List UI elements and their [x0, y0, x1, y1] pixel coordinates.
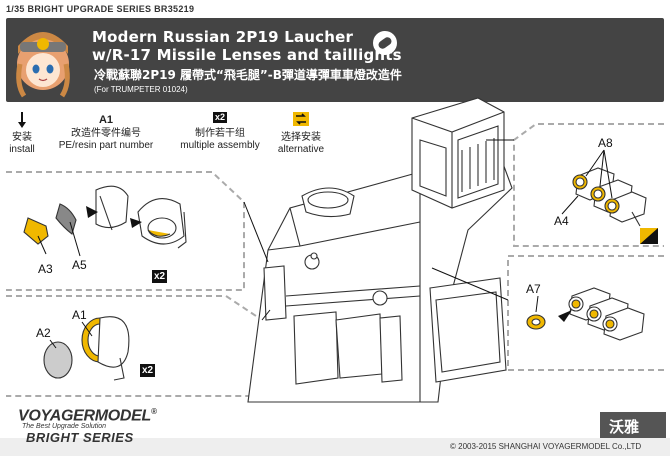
vehicle-hull — [247, 149, 513, 403]
taillight-parts-lower — [526, 287, 645, 341]
legend-part-code: A1 — [98, 114, 114, 126]
footer-series: BRIGHT SERIES — [26, 430, 134, 445]
title-line-2: w/R-17 Missile Lenses and taillights — [92, 46, 402, 64]
alternative-marker — [640, 228, 658, 244]
legend-alternative: 选择安装 alternative — [270, 112, 332, 156]
leader-lines — [37, 139, 613, 349]
left-lens-parts — [23, 185, 187, 249]
footer-brand: VOYAGERMODEL® — [18, 407, 157, 425]
legend-install: 安装 install — [4, 112, 40, 156]
equipment-box — [411, 97, 505, 209]
assembly-arrows — [86, 206, 572, 322]
legend-install-en: install — [9, 144, 35, 155]
callout-x2-left: x2 — [152, 270, 168, 283]
series-line: 1/35 BRIGHT UPGRADE SERIES BR35219 — [6, 4, 195, 14]
footer-copyright: © 2003-2015 SHANGHAI VOYAGERMODEL Co.,LT… — [450, 442, 642, 451]
callout-x2-bottom: x2 — [140, 364, 156, 377]
legend-alternative-cn: 选择安装 — [281, 132, 321, 143]
resin-pill-icon — [373, 31, 397, 55]
taillight-parts-upper — [572, 167, 647, 227]
callout-a8: A8 — [598, 136, 613, 150]
footer-brand-cn: 沃雅 — [606, 416, 643, 437]
footer-band — [0, 438, 670, 456]
legend-multiple-en: multiple assembly — [180, 140, 260, 151]
callout-a4: A4 — [554, 214, 569, 228]
legend-multiple-cn: 制作若干组 — [195, 128, 245, 139]
for-kit-note: (For TRUMPETER 01024) — [94, 85, 188, 94]
callout-a1: A1 — [72, 308, 87, 322]
legend-multiple: x2 制作若干组 multiple assembly — [168, 112, 272, 152]
bottom-lens-parts — [43, 316, 130, 381]
title-line-1: Modern Russian 2P19 Laucher — [92, 28, 354, 46]
footer-brand-name: VOYAGERMODEL — [18, 407, 152, 425]
mascot-illustration — [16, 32, 70, 98]
callout-a5: A5 — [72, 258, 87, 272]
legend-part-en: PE/resin part number — [58, 140, 154, 151]
callout-a3: A3 — [38, 262, 53, 276]
legend-part-cn: 改造件零件编号 — [71, 128, 141, 139]
legend-alternative-en: alternative — [277, 144, 325, 155]
legend-install-cn: 安装 — [12, 132, 32, 143]
legend-part-number: A1 改造件零件编号 PE/resin part number — [48, 112, 164, 152]
footer-registered: ® — [151, 407, 157, 416]
callout-a7: A7 — [526, 282, 541, 296]
header-banner — [6, 18, 664, 102]
arrow-down-icon — [18, 112, 26, 128]
legend-x2-badge: x2 — [212, 112, 227, 123]
chinese-title: 冷戰蘇聯2P19 履帶式“飛毛腿”-B彈道導彈車車燈改造件 — [94, 68, 402, 82]
callout-a2: A2 — [36, 326, 51, 340]
alternative-icon — [293, 112, 309, 126]
footer-slogan: The Best Upgrade Solution — [22, 423, 107, 430]
